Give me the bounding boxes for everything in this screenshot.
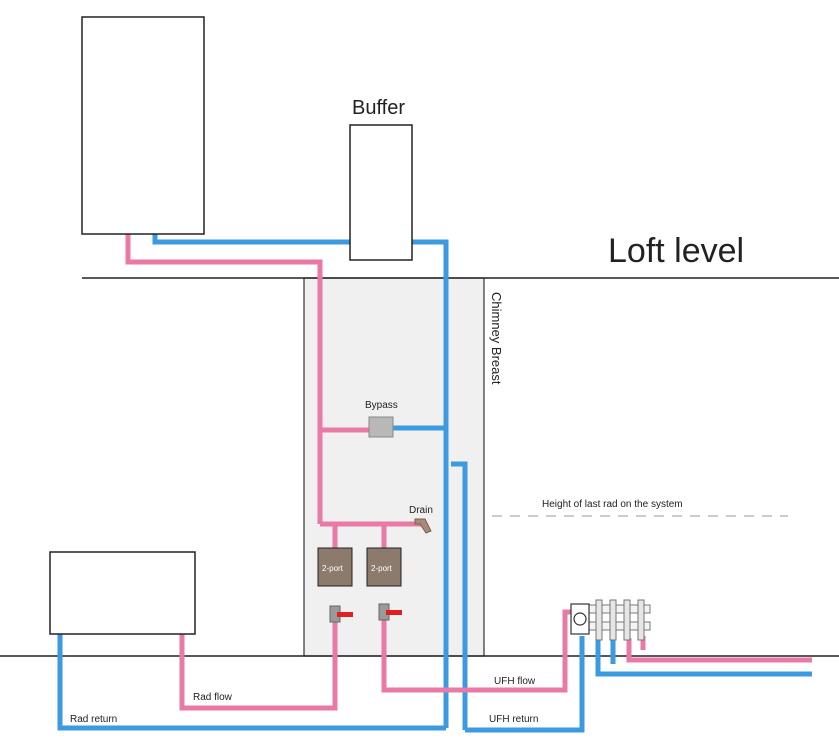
chimney-breast (303, 277, 485, 657)
ufh-flow-label: UFH flow (494, 676, 536, 687)
drain-valve (414, 518, 432, 534)
isolation-valve-left-handle (337, 612, 353, 617)
rad-flow-label: Rad flow (193, 692, 233, 703)
isolation-valve-right-handle (386, 610, 402, 615)
ufh-pump-icon (573, 612, 587, 626)
two-port-valve-left (317, 547, 353, 587)
bypass-valve (368, 416, 394, 438)
buffer-tank (349, 124, 413, 261)
return-pipe-source-buffer (152, 234, 350, 245)
ufh-flow-pipe (381, 609, 576, 693)
two-port-valve-right (366, 547, 402, 587)
last-rad-height-label: Height of last rad on the system (542, 499, 683, 510)
rad-return-pipe (57, 634, 446, 731)
buffer-label: Buffer (352, 97, 405, 119)
drain-label: Drain (409, 505, 433, 516)
ufh-manifold (587, 599, 651, 641)
rad-return-label: Rad return (70, 714, 117, 725)
loft-level-label: Loft level (608, 232, 744, 270)
bypass-label: Bypass (365, 400, 398, 411)
ufh-loop-flow (626, 638, 812, 663)
radiator (49, 551, 196, 635)
flow-pipe-source (125, 234, 323, 524)
two-port-valve-right-label: 2-port (371, 564, 393, 573)
ufh-loop-return (595, 638, 812, 677)
two-port-valve-left-label: 2-port (322, 564, 344, 573)
chimney-breast-label: Chimney Breast (489, 292, 504, 385)
ufh-return-pipe (451, 461, 468, 730)
return-pipe-main-drop (412, 239, 449, 728)
ufh-return-pipe-lower (465, 636, 585, 733)
ufh-return-label: UFH return (489, 714, 538, 725)
rad-flow-pipe (179, 620, 338, 711)
heat-source-unit (81, 16, 205, 235)
